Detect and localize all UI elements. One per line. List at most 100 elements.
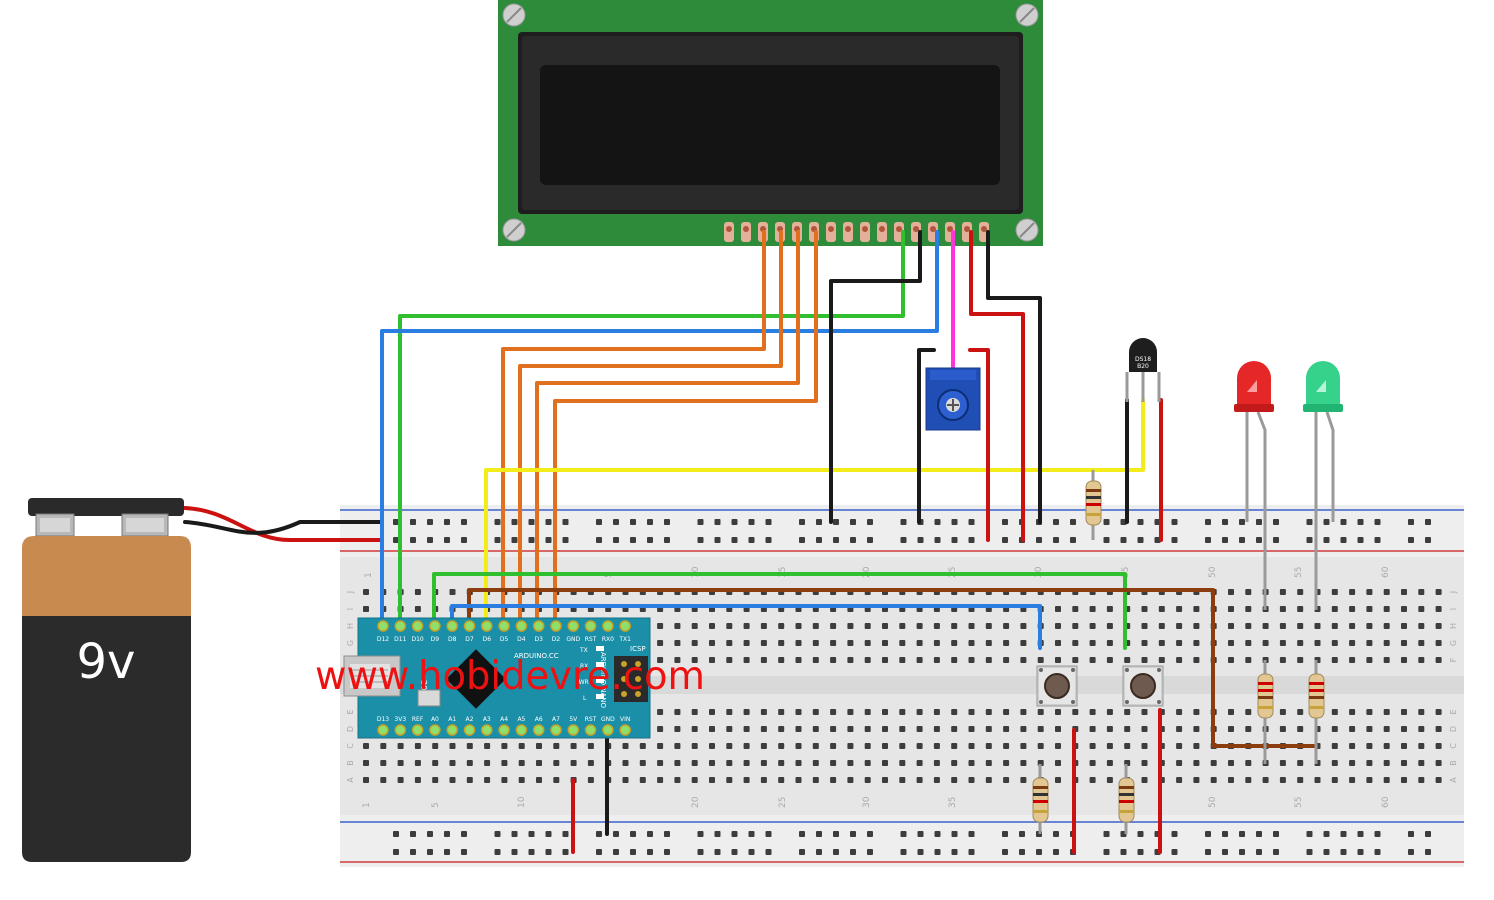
rail-hole: [951, 519, 958, 525]
rail-hole: [1306, 831, 1313, 837]
rail-hole: [1239, 831, 1245, 837]
rail-hole: [1239, 519, 1245, 525]
rail-hole: [1103, 831, 1110, 837]
rail-hole: [545, 849, 552, 855]
breadboard-hole: [1383, 777, 1390, 783]
row-letter: C: [346, 743, 355, 749]
breadboard-hole: [743, 760, 750, 766]
breadboard-hole: [1072, 657, 1079, 663]
breadboard-hole: [1366, 760, 1373, 766]
rail-hole: [697, 849, 704, 855]
row-letter: G: [1449, 640, 1458, 646]
breadboard-hole: [1349, 606, 1356, 612]
breadboard-hole: [882, 726, 888, 732]
breadboard-hole: [709, 657, 715, 663]
rail-hole: [1425, 537, 1431, 543]
breadboard-hole: [363, 606, 369, 612]
breadboard-hole: [778, 657, 785, 663]
breadboard-hole: [726, 709, 733, 715]
breadboard-hole: [518, 743, 525, 749]
breadboard-hole: [1158, 623, 1165, 629]
rail-hole: [1070, 537, 1076, 543]
rail-hole: [697, 519, 704, 525]
breadboard-hole: [1297, 726, 1304, 732]
breadboard-hole: [968, 726, 975, 732]
breadboard-hole: [812, 640, 819, 646]
col-num-top: 60: [1381, 566, 1391, 578]
breadboard-hole: [933, 640, 940, 646]
nano-pin-top: D9: [429, 620, 441, 643]
wire-green-d11-lcd: [398, 230, 905, 622]
breadboard-hole: [536, 777, 542, 783]
breadboard-hole: [1089, 777, 1096, 783]
col-num-bottom: 25: [778, 797, 788, 808]
row-letter: D: [1449, 726, 1458, 732]
nano-brand: ARDUINO.CC: [514, 652, 559, 660]
push-button-2[interactable]: [1122, 665, 1164, 707]
breadboard-hole: [518, 760, 525, 766]
breadboard-hole: [864, 623, 871, 629]
breadboard-hole: [622, 743, 629, 749]
rail-hole: [1408, 537, 1414, 543]
rail-hole: [427, 831, 433, 837]
breadboard-hole: [830, 640, 837, 646]
breadboard-hole: [449, 589, 456, 595]
breadboard-hole: [1176, 657, 1183, 663]
rail-hole: [1256, 519, 1262, 525]
rail-hole: [1323, 831, 1330, 837]
rail-hole: [867, 519, 873, 525]
rail-hole: [934, 537, 941, 543]
col-num-bottom: 35: [948, 797, 958, 808]
rail-hole: [1103, 537, 1110, 543]
breadboard-hole: [1331, 743, 1338, 749]
breadboard-hole: [1383, 743, 1390, 749]
breadboard-hole: [1176, 606, 1183, 612]
breadboard-hole: [484, 777, 491, 783]
breadboard-hole: [882, 777, 888, 783]
breadboard-hole: [1072, 606, 1079, 612]
rail-hole: [444, 519, 450, 525]
breadboard-hole: [657, 777, 664, 783]
nano-reset-button[interactable]: [417, 689, 441, 707]
breadboard-hole: [1176, 709, 1183, 715]
breadboard-hole: [1331, 760, 1338, 766]
breadboard-hole: [985, 726, 992, 732]
breadboard-hole: [1055, 726, 1061, 732]
breadboard-hole: [1176, 640, 1183, 646]
breadboard-hole: [1124, 726, 1131, 732]
nano-pin-bottom: A4: [498, 716, 510, 736]
breadboard-hole: [709, 760, 715, 766]
rail-hole: [833, 537, 839, 543]
breadboard-hole: [1003, 743, 1010, 749]
breadboard-hole: [899, 726, 906, 732]
rail-hole: [1171, 519, 1178, 525]
breadboard-hole: [726, 657, 733, 663]
nano-pin-label: D9: [431, 636, 440, 643]
breadboard-hole: [1020, 743, 1027, 749]
breadboard-hole: [726, 640, 733, 646]
breadboard-hole: [674, 709, 681, 715]
lcd-screw-bl: [502, 218, 526, 242]
breadboard-hole: [726, 623, 733, 629]
breadboard-hole: [743, 709, 750, 715]
rail-hole: [1053, 519, 1059, 525]
rail-hole: [511, 849, 518, 855]
breadboard-hole: [1418, 760, 1425, 766]
rail-hole: [1019, 849, 1025, 855]
push-button-1[interactable]: [1036, 665, 1078, 707]
breadboard-hole: [639, 760, 646, 766]
rail-hole: [1053, 849, 1059, 855]
rail-hole: [833, 849, 839, 855]
breadboard-hole: [847, 640, 854, 646]
breadboard-hole: [691, 777, 698, 783]
breadboard-hole: [1141, 726, 1148, 732]
breadboard-hole: [1055, 606, 1061, 612]
wire-blue-button: [450, 604, 1042, 650]
breadboard-hole: [1383, 640, 1390, 646]
rail-hole: [1222, 519, 1228, 525]
breadboard-hole: [933, 657, 940, 663]
rail-hole: [1137, 519, 1144, 525]
breadboard-hole: [830, 726, 837, 732]
breadboard-hole: [899, 760, 906, 766]
